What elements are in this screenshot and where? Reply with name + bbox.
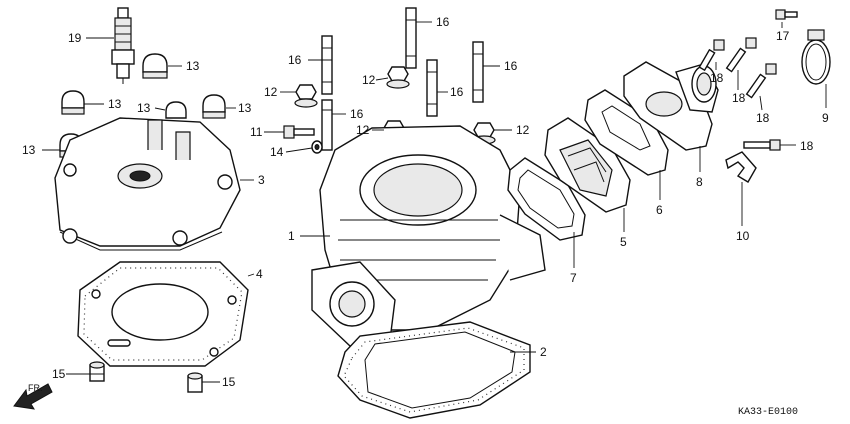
stud-bolt-part — [426, 59, 438, 117]
cap-nut-part — [142, 53, 168, 79]
callout-2: 2 — [540, 345, 547, 359]
stud-bolt-part — [472, 41, 484, 103]
callout-18: 18 — [756, 111, 770, 125]
callout-18: 18 — [732, 91, 746, 105]
reed-gasket-part — [584, 89, 669, 176]
clamp-clip-part — [725, 151, 757, 183]
stud-bolt-part — [405, 7, 417, 69]
callout-16: 16 — [436, 15, 450, 29]
callout-13: 13 — [137, 101, 151, 115]
callout-16: 16 — [288, 53, 302, 67]
callout-18: 18 — [800, 139, 814, 153]
head-gasket-part — [77, 261, 249, 367]
callout-19: 19 — [68, 31, 82, 45]
callout-7: 7 — [570, 271, 577, 285]
callout-1: 1 — [288, 229, 295, 243]
diagram-code: KA33-E0100 — [738, 407, 798, 418]
callout-3: 3 — [258, 173, 265, 187]
flange-bolt-part — [745, 63, 777, 99]
cap-nut-part — [202, 94, 226, 119]
band-clamp-part — [801, 29, 831, 85]
callout-12: 12 — [516, 123, 530, 137]
reed-valve-part — [544, 117, 631, 213]
intake-pipe-part — [623, 61, 719, 151]
callout-14: 14 — [270, 145, 284, 159]
dowel-pin-part — [89, 361, 105, 382]
insulator-gasket-part — [507, 157, 586, 241]
bolt-part — [775, 9, 798, 20]
callout-12: 12 — [264, 85, 278, 99]
washer-part — [311, 140, 323, 154]
callout-12: 12 — [356, 123, 370, 137]
dowel-pin-part — [187, 372, 203, 393]
leader-lines — [42, 21, 827, 383]
flange-nut-part — [386, 66, 410, 89]
callout-4: 4 — [256, 267, 263, 281]
cylinder-part — [311, 125, 546, 347]
callout-16: 16 — [504, 59, 518, 73]
callout-8: 8 — [696, 175, 703, 189]
callout-18: 18 — [710, 71, 724, 85]
cylinder-head-part — [54, 101, 241, 251]
callout-9: 9 — [822, 111, 829, 125]
callout-labels: 19 13 13 13 13 13 3 4 15 15 1 2 7 5 6 8 … — [22, 15, 829, 389]
bolt-part — [283, 125, 315, 139]
callout-12: 12 — [362, 73, 376, 87]
callout-13: 13 — [238, 101, 252, 115]
callout-16: 16 — [450, 85, 464, 99]
flange-bolt-part — [698, 39, 725, 72]
callout-10: 10 — [736, 229, 750, 243]
callout-11: 11 — [250, 125, 263, 139]
callout-5: 5 — [620, 235, 627, 249]
callout-15: 15 — [52, 367, 66, 381]
flange-nut-part — [294, 84, 318, 108]
callout-13: 13 — [186, 59, 200, 73]
callout-15: 15 — [222, 375, 236, 389]
stud-bolt-part — [321, 35, 333, 95]
front-arrow-label: FR. — [28, 383, 43, 393]
callout-13: 13 — [108, 97, 122, 111]
callout-16: 16 — [350, 107, 364, 121]
base-gasket-part — [337, 321, 531, 419]
front-direction-arrow: FR. — [13, 383, 53, 410]
stud-bolt-part — [321, 99, 333, 151]
callout-6: 6 — [656, 203, 663, 217]
flange-bolt-part — [743, 139, 781, 151]
callout-13: 13 — [22, 143, 36, 157]
callout-17: 17 — [776, 29, 790, 43]
flange-bolt-part — [725, 37, 757, 73]
spark-plug-part — [111, 7, 135, 84]
cap-nut-part — [61, 90, 85, 115]
